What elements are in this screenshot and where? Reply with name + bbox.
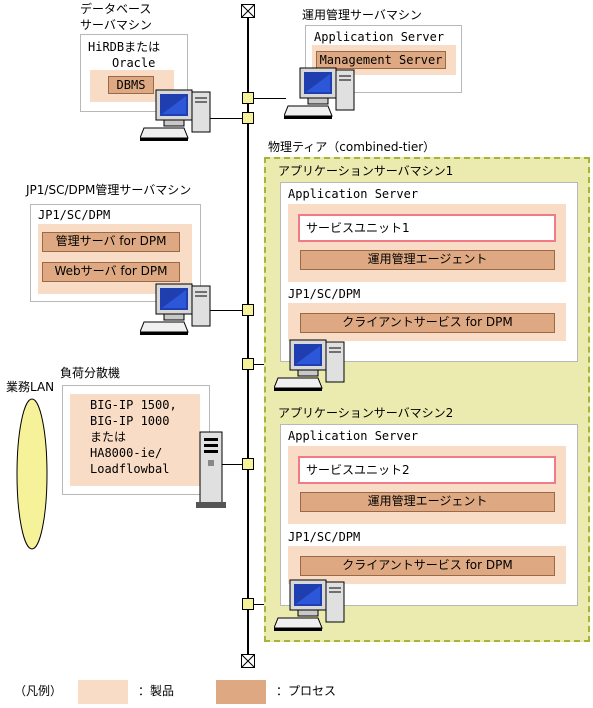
desktop-computer-icon bbox=[284, 67, 355, 119]
bus-terminator-bottom bbox=[241, 654, 255, 668]
service-unit-2: サービスユニット2 bbox=[298, 456, 556, 484]
link-mgmt bbox=[254, 98, 286, 99]
legend-process-swatch bbox=[216, 680, 266, 704]
tier-caption: 物理ティア（combined-tier） bbox=[268, 140, 436, 154]
bus-node-mgmt bbox=[242, 92, 254, 104]
app-server-2-caption: アプリケーションサーバマシン2 bbox=[278, 406, 454, 420]
dpm-product-label: JP1/SC/DPM bbox=[38, 208, 111, 222]
bus-node-app2 bbox=[242, 598, 254, 610]
desktop-computer-icon bbox=[140, 283, 211, 335]
db-product-line1: HiRDBまたは bbox=[88, 40, 161, 54]
app-server-2-dpm-client-process: クライアントサービス for DPM bbox=[300, 556, 555, 576]
bus-node-db bbox=[242, 112, 254, 124]
business-lan-ellipse bbox=[16, 398, 48, 550]
lb-line-2: BIG-IP 1000 bbox=[90, 414, 170, 428]
lb-line-5: Loadflowbal bbox=[90, 462, 170, 476]
load-balancer-caption: 負荷分散機 bbox=[60, 366, 121, 380]
business-lan-label: 業務LAN bbox=[6, 380, 55, 394]
desktop-computer-icon bbox=[140, 89, 211, 141]
legend-process-label: ：プロセス bbox=[276, 684, 337, 698]
app-server-1-agent-process: 運用管理エージェント bbox=[300, 250, 555, 270]
legend-title: （凡例） bbox=[14, 684, 63, 698]
db-product-line2: Oracle bbox=[112, 56, 156, 70]
bus-node-app1 bbox=[242, 358, 254, 370]
desktop-computer-icon bbox=[274, 579, 345, 631]
network-bus bbox=[247, 8, 249, 658]
mgmt-product-label: Application Server bbox=[314, 30, 445, 44]
lb-line-1: BIG-IP 1500, bbox=[90, 398, 177, 412]
lb-line-4: HA8000-ie/ bbox=[90, 446, 163, 460]
db-server-caption-line1: データベース bbox=[80, 2, 152, 16]
service-unit-1: サービスユニット1 bbox=[298, 214, 556, 242]
bus-terminator-top bbox=[241, 4, 255, 18]
link-db bbox=[192, 118, 242, 119]
mgmt-server-caption: 運用管理サーバマシン bbox=[302, 8, 422, 22]
dbms-process: DBMS bbox=[108, 76, 154, 94]
load-balancer-product-box bbox=[70, 394, 200, 486]
legend-product-label: ：製品 bbox=[138, 684, 175, 698]
db-server-caption-line2: サーバマシン bbox=[80, 18, 152, 32]
management-server-process: Management Server bbox=[316, 51, 446, 69]
bus-node-lb bbox=[242, 458, 254, 470]
app-server-1-dpm-label: JP1/SC/DPM bbox=[288, 287, 361, 301]
desktop-computer-icon bbox=[274, 339, 345, 391]
bus-node-dpm bbox=[242, 304, 254, 316]
app-server-2-product-label: Application Server bbox=[288, 429, 419, 443]
app-server-1-caption: アプリケーションサーバマシン1 bbox=[278, 164, 454, 178]
dpm-web-server-process: Webサーバ for DPM bbox=[42, 262, 180, 282]
link-lb bbox=[222, 464, 242, 465]
legend-product-swatch bbox=[78, 680, 128, 704]
app-server-2-dpm-label: JP1/SC/DPM bbox=[288, 530, 361, 544]
dpm-server-caption: JP1/SC/DPM管理サーバマシン bbox=[26, 183, 192, 197]
app-server-1-dpm-client-process: クライアントサービス for DPM bbox=[300, 313, 555, 333]
app-server-2-agent-process: 運用管理エージェント bbox=[300, 492, 555, 512]
app-server-1-product-label: Application Server bbox=[288, 187, 419, 201]
dpm-mgmt-server-process: 管理サーバ for DPM bbox=[42, 232, 180, 252]
lb-line-3: または bbox=[90, 430, 127, 444]
load-balancer-device-icon bbox=[196, 431, 226, 508]
link-dpm bbox=[200, 310, 242, 311]
